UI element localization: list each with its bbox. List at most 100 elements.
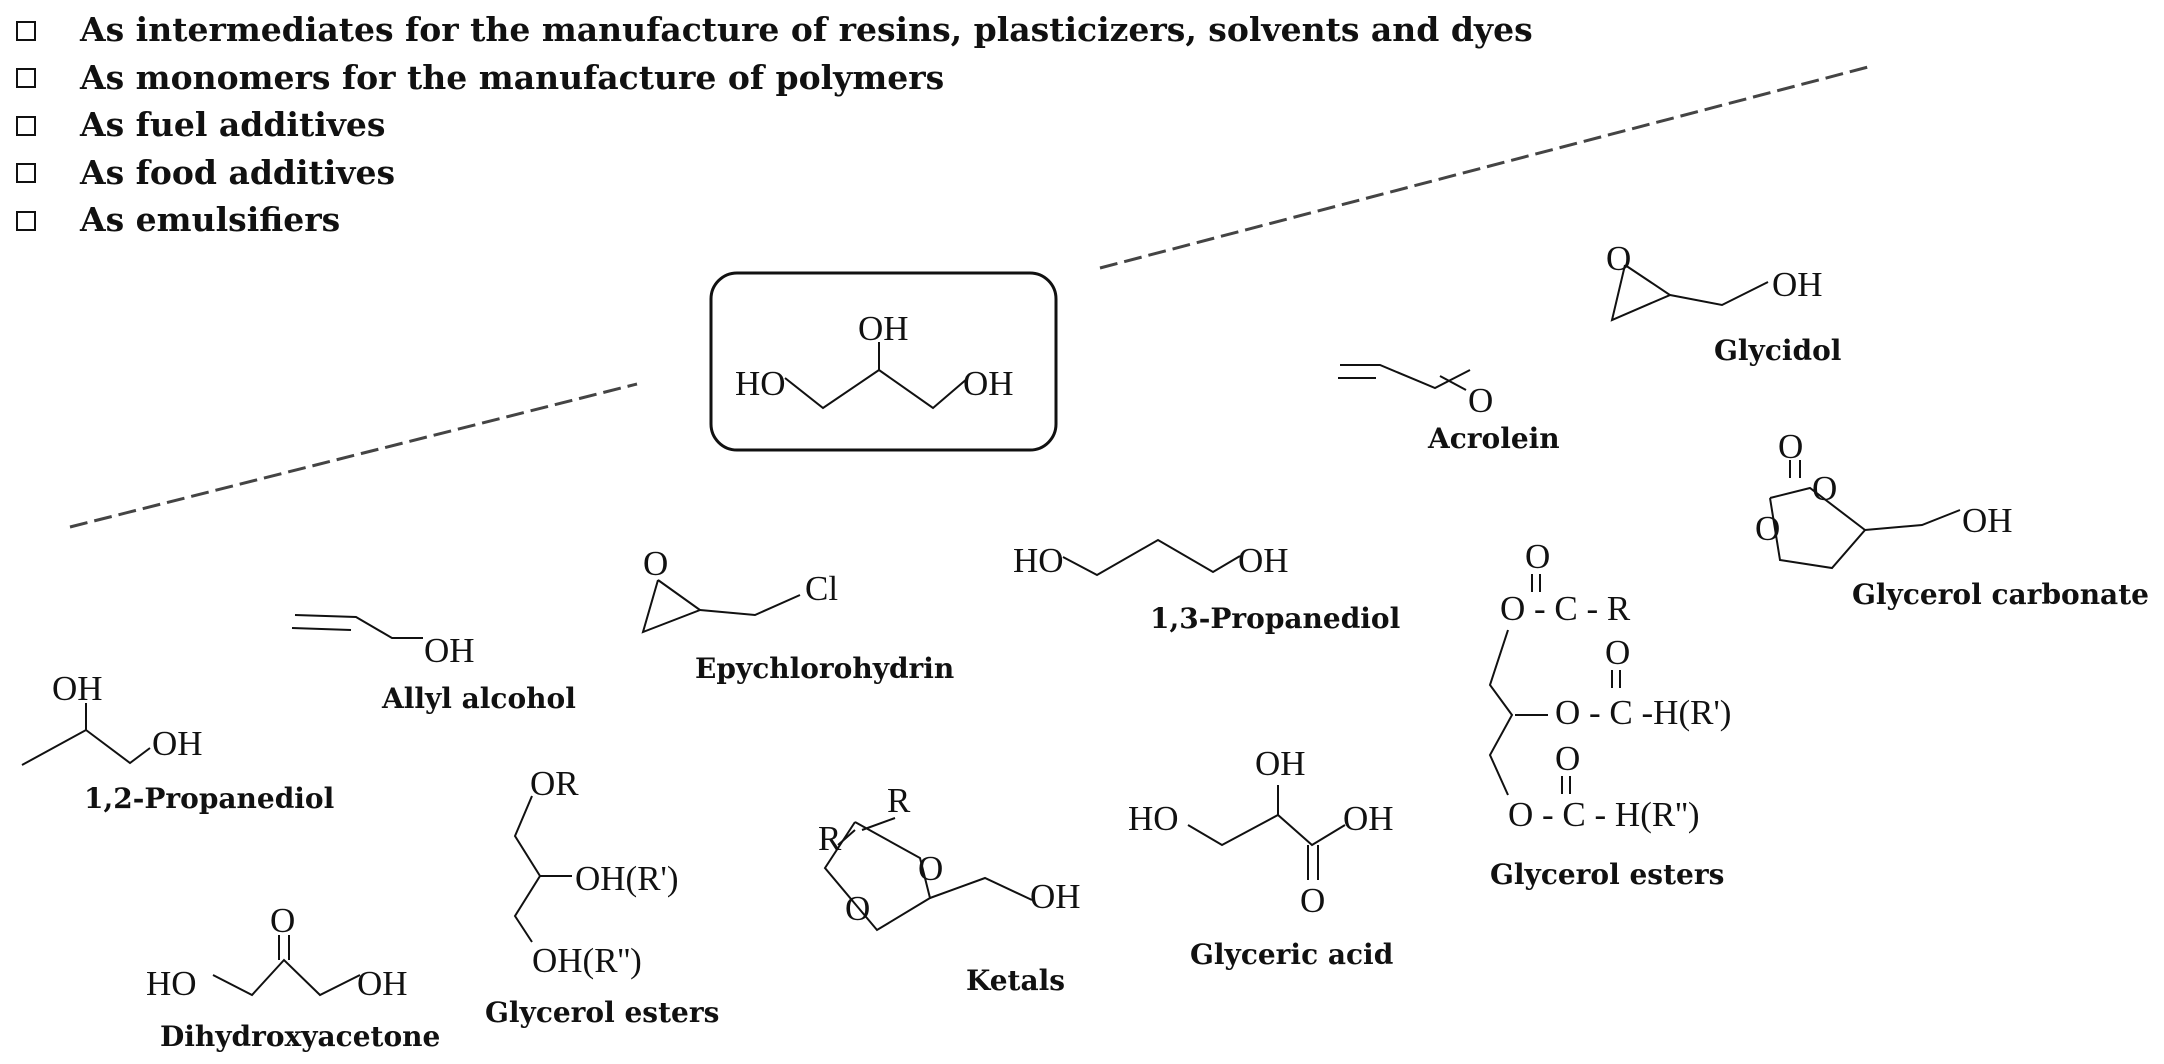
glycerol-esters-right-label: Glycerol esters bbox=[1490, 858, 1724, 891]
epichlorohydrin-chain bbox=[699, 594, 801, 617]
use-item: As emulsifiers bbox=[16, 196, 1533, 244]
glyceric-acid-ho: HO bbox=[1128, 799, 1179, 838]
propanediol-12-label: 1,2-Propanediol bbox=[84, 782, 334, 815]
glycerol-esters-left-or: OR bbox=[530, 764, 579, 803]
acrolein-bonds bbox=[1340, 364, 1471, 390]
epichlorohydrin-o: O bbox=[643, 544, 668, 583]
glycidol-chain bbox=[1669, 281, 1769, 307]
epichlorohydrin-cl: Cl bbox=[805, 569, 838, 608]
use-text: As emulsifiers bbox=[80, 200, 341, 240]
glycerol-esters-right-carbonyl-o2: O bbox=[1605, 633, 1630, 672]
dihydroxyacetone-bonds bbox=[212, 958, 361, 997]
acrolein-label: Acrolein bbox=[1427, 422, 1560, 455]
propanediol-13-bonds bbox=[1062, 538, 1241, 577]
use-item: As food additives bbox=[16, 149, 1533, 197]
ketals-ring bbox=[823, 821, 932, 932]
glycerol-backbone bbox=[784, 368, 969, 410]
propanediol-12-bonds bbox=[21, 728, 151, 766]
glycerol-carbonate-o-top: O bbox=[1778, 427, 1803, 466]
glycerol-esters-left-ohr2: OH(R'') bbox=[532, 941, 642, 980]
acrolein-double-bond-2 bbox=[1439, 375, 1467, 391]
separator-line-left bbox=[69, 382, 638, 529]
acrolein: O Acrolein bbox=[1338, 364, 1560, 455]
glyceric-acid-oh: OH bbox=[1343, 799, 1394, 838]
glycidol-ring bbox=[1610, 264, 1673, 322]
dihydroxyacetone-oh: OH bbox=[357, 964, 408, 1003]
glycidol-o: O bbox=[1606, 239, 1631, 278]
glyceric-acid: OH HO OH O Glyceric acid bbox=[1128, 744, 1394, 971]
checkbox-icon bbox=[16, 210, 36, 231]
separator-line-right bbox=[1099, 64, 1873, 270]
glycerol-carbonate-o-ring2: O bbox=[1755, 509, 1780, 548]
allyl-alcohol: OH Allyl alcohol bbox=[291, 614, 576, 715]
uses-list: As intermediates for the manufacture of … bbox=[16, 6, 1533, 244]
checkbox-icon bbox=[16, 20, 36, 41]
ketals-r1: R bbox=[887, 781, 911, 820]
glyceric-acid-bonds bbox=[1187, 813, 1346, 847]
propanediol-12-oh2: OH bbox=[152, 724, 203, 763]
use-item: As monomers for the manufacture of polym… bbox=[16, 54, 1533, 102]
use-text: As intermediates for the manufacture of … bbox=[80, 10, 1533, 50]
glycerol-esters-left-backbone bbox=[513, 795, 542, 943]
glycerol-esters-right-backbone bbox=[1488, 629, 1514, 796]
glyceric-acid-oh-top: OH bbox=[1255, 744, 1306, 783]
glycidol-oh: OH bbox=[1772, 265, 1823, 304]
ketals-r2-bond bbox=[837, 829, 856, 846]
ketals: R R O O OH Ketals bbox=[818, 781, 1081, 997]
epichlorohydrin-ring bbox=[641, 579, 703, 634]
use-item: As intermediates for the manufacture of … bbox=[16, 6, 1533, 54]
propanediol-12: OH OH 1,2-Propanediol bbox=[21, 669, 334, 815]
glycerol-carbonate: O O O OH Glycerol carbonate bbox=[1755, 427, 2149, 611]
glycerol-esters-right-carbonyl-o1: O bbox=[1525, 537, 1550, 576]
dihydroxyacetone-ho: HO bbox=[146, 964, 197, 1003]
glycerol-carbonate-chain bbox=[1864, 509, 1961, 531]
allyl-alcohol-oh: OH bbox=[424, 631, 475, 670]
propanediol-13-oh: OH bbox=[1238, 541, 1289, 580]
glycerol-carbonate-o-ring1: O bbox=[1812, 469, 1837, 508]
glyceric-acid-o: O bbox=[1300, 881, 1325, 920]
use-text: As food additives bbox=[80, 152, 396, 192]
use-text: As fuel additives bbox=[80, 105, 386, 145]
ketals-r2: R bbox=[818, 819, 842, 858]
glycerol-esters-right: O O - C - R O O - C -H(R') O O - C - H(R… bbox=[1488, 537, 1731, 891]
glycerol-esters-right-carbonyl-o3: O bbox=[1555, 739, 1580, 778]
glycerol-esters-left-ohr1: OH(R') bbox=[575, 859, 679, 898]
epichlorohydrin-label: Epychlorohydrin bbox=[695, 652, 954, 685]
glycerol-structure: OH HO OH bbox=[709, 271, 1058, 452]
dihydroxyacetone: O HO OH Dihydroxyacetone bbox=[146, 901, 440, 1053]
glycerol-carbonate-oh: OH bbox=[1962, 501, 2013, 540]
glycerol-ho-left: HO bbox=[735, 364, 786, 403]
dihydroxyacetone-label: Dihydroxyacetone bbox=[160, 1020, 440, 1053]
glycidol-label: Glycidol bbox=[1714, 334, 1841, 367]
ketals-r1-bond bbox=[861, 817, 896, 831]
glyceric-acid-label: Glyceric acid bbox=[1190, 938, 1393, 971]
propanediol-12-oh1: OH bbox=[52, 669, 103, 708]
checkbox-icon bbox=[16, 163, 36, 184]
glycerol-carbonate-ring bbox=[1769, 486, 1867, 570]
glycerol-esters-right-row2: O - C -H(R') bbox=[1555, 693, 1731, 732]
ketals-oh: OH bbox=[1030, 877, 1081, 916]
epichlorohydrin: O Cl Epychlorohydrin bbox=[641, 544, 954, 685]
ketals-label: Ketals bbox=[966, 964, 1065, 997]
glycerol-oh-top: OH bbox=[858, 309, 909, 348]
dihydroxyacetone-o: O bbox=[270, 901, 295, 940]
glycidol: O OH Glycidol bbox=[1606, 239, 1841, 367]
glycerol-esters-right-row3: O - C - H(R'') bbox=[1508, 795, 1699, 834]
glycerol-esters-left: OR OH(R') OH(R'') Glycerol esters bbox=[485, 764, 719, 1029]
glycerol-box bbox=[709, 271, 1058, 452]
ketals-o2: O bbox=[845, 889, 870, 928]
allyl-alcohol-double-bond bbox=[291, 627, 352, 631]
allyl-alcohol-label: Allyl alcohol bbox=[381, 682, 576, 715]
propanediol-13-ho: HO bbox=[1013, 541, 1064, 580]
use-item: As fuel additives bbox=[16, 101, 1533, 149]
propanediol-13-label: 1,3-Propanediol bbox=[1150, 602, 1400, 635]
glycerol-carbonate-label: Glycerol carbonate bbox=[1852, 578, 2149, 611]
glycerol-esters-right-row1: O - C - R bbox=[1500, 589, 1631, 628]
checkbox-icon bbox=[16, 68, 36, 89]
glycerol-oh-right: OH bbox=[963, 364, 1014, 403]
ketals-chain bbox=[929, 876, 1033, 901]
acrolein-o: O bbox=[1468, 381, 1493, 420]
glycerol-esters-left-label: Glycerol esters bbox=[485, 996, 719, 1029]
allyl-alcohol-bonds bbox=[294, 614, 423, 639]
